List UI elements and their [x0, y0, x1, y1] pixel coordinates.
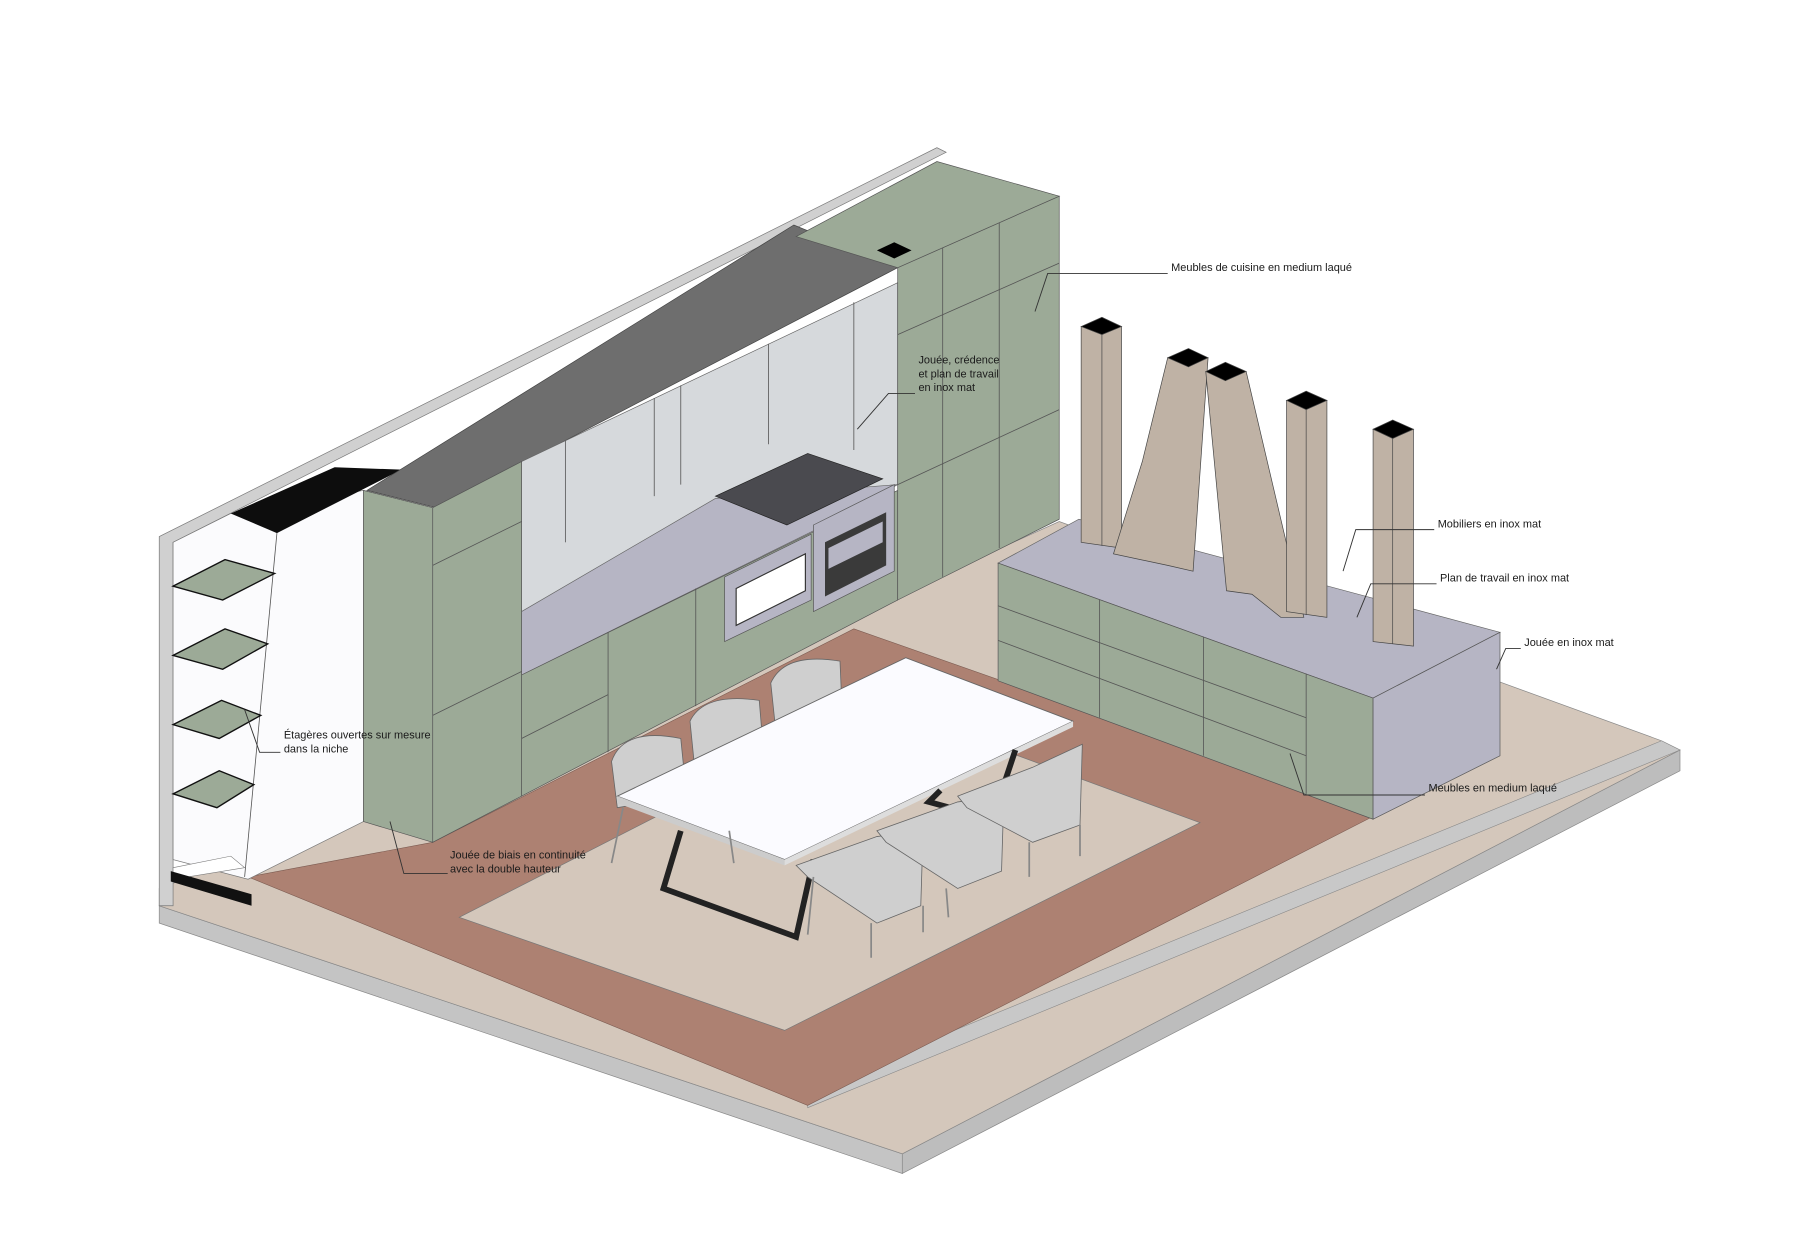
- annotation-shelves: Étagères ouvertes sur mesure dans la nic…: [244, 709, 431, 755]
- open-shelves: [171, 558, 277, 809]
- floor-edge-black: [170, 871, 252, 906]
- annotation-island-cabinets: Meubles en medium laqué: [1289, 753, 1557, 796]
- dining-set: [610, 657, 1083, 958]
- annotation-island-side: Jouée en inox mat: [1496, 637, 1614, 670]
- kitchen-run: [363, 161, 1061, 843]
- annotation-text: dans la niche: [284, 743, 349, 755]
- annotation-text: Étagères ouvertes sur mesure: [284, 728, 431, 741]
- annotation-text: Meubles de cuisine en medium laqué: [1171, 262, 1352, 274]
- chair: [795, 743, 1083, 924]
- annotation-angled-panel: Jouée de biais en continuité avec la dou…: [389, 821, 586, 875]
- annotation-text: Mobiliers en inox mat: [1438, 518, 1542, 530]
- annotation-text: Meubles en medium laqué: [1428, 783, 1556, 795]
- annotation-text: et plan de travail: [918, 368, 998, 380]
- annotation-island-furniture: Mobiliers en inox mat: [1342, 518, 1542, 572]
- annotation-text: Plan de travail en inox mat: [1440, 573, 1569, 585]
- annotation-text: Jouée, crédence: [918, 354, 999, 366]
- cooktop: [714, 453, 884, 526]
- annotation-text: Jouée en inox mat: [1524, 637, 1614, 649]
- island-side-panel: [1372, 631, 1501, 820]
- annotation-kitchen-cabinets: Meubles de cuisine en medium laqué: [1034, 262, 1352, 312]
- annotation-island-worktop: Plan de travail en inox mat: [1356, 573, 1569, 618]
- wood-columns: [1080, 316, 1415, 647]
- niche-soffit: [230, 467, 402, 534]
- vent-opening: [876, 242, 912, 259]
- annotation-text: avec la double hauteur: [450, 863, 561, 875]
- annotation-backsplash: Jouée, crédence et plan de travail en in…: [856, 354, 999, 430]
- cabinet-top: [795, 161, 1061, 269]
- angled-panel: [363, 489, 434, 843]
- annotation-text: Jouée de biais en continuité: [450, 849, 586, 861]
- annotation-text: en inox mat: [918, 382, 975, 394]
- tall-column-left: [432, 460, 522, 843]
- kitchen-island: [997, 518, 1501, 820]
